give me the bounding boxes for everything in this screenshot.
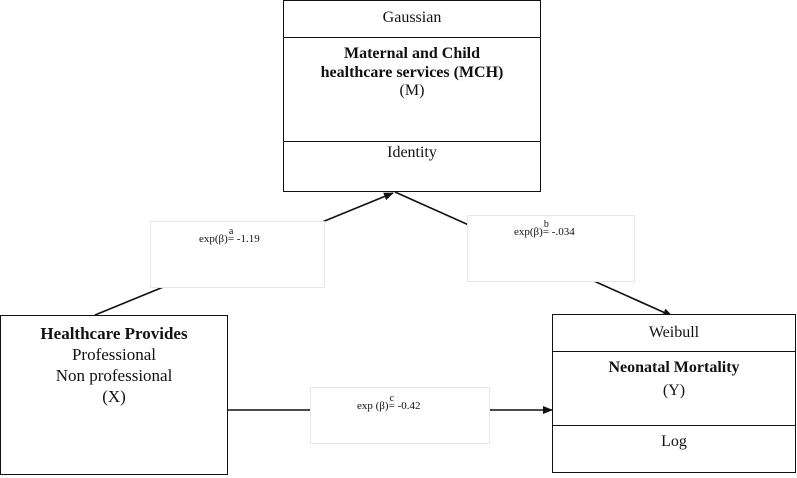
outcome-box: Weibull Neonatal Mortality (Y) Log	[552, 314, 796, 473]
mediator-divider-top	[284, 37, 540, 38]
path-b-prefix: exp(β)	[514, 226, 543, 238]
path-a-prefix: exp(β)	[199, 233, 228, 245]
outcome-symbol: (Y)	[662, 382, 686, 399]
outcome-divider-bottom	[553, 425, 795, 426]
mediator-footer: Identity	[387, 144, 437, 161]
mediator-header: Gaussian	[382, 9, 442, 26]
outcome-footer: Log	[661, 433, 687, 450]
path-a-letter: a	[228, 226, 234, 237]
path-c-label-box: exp (β)c= -0.42	[310, 387, 490, 444]
path-a-label-box: exp(β)a= -1.19	[150, 221, 325, 288]
path-a-coefficient: exp(β)a= -1.19	[199, 226, 260, 245]
path-a-value: -1.19	[236, 233, 260, 245]
path-b-letter: b	[543, 219, 549, 230]
outcome-title: Neonatal Mortality	[608, 359, 740, 376]
exposure-box: Healthcare Provides Professional Non pro…	[0, 315, 228, 475]
mediator-divider-bottom	[284, 141, 540, 142]
exposure-level-professional: Professional	[71, 345, 157, 364]
path-c-value: -0.42	[397, 400, 421, 412]
mediator-title-line1: Maternal and Child	[343, 45, 480, 62]
path-b-value: -.034	[551, 226, 575, 238]
outcome-header: Weibull	[648, 324, 700, 341]
outcome-divider-top	[553, 351, 795, 352]
path-b-label-box: exp(β)b= -.034	[467, 215, 635, 282]
path-c-prefix: exp (β)	[357, 400, 389, 412]
exposure-title: Healthcare Provides	[40, 324, 188, 343]
path-c-coefficient: exp (β)c= -0.42	[357, 393, 421, 412]
path-c-letter: c	[389, 393, 395, 404]
exposure-symbol: (X)	[102, 387, 126, 406]
mediator-box: Gaussian Maternal and Child healthcare s…	[283, 0, 541, 192]
mediator-title-line2: healthcare services (MCH)	[320, 64, 504, 81]
mediator-symbol: (M)	[399, 82, 425, 99]
exposure-level-nonprofessional: Non professional	[55, 366, 173, 385]
path-b-coefficient: exp(β)b= -.034	[514, 219, 575, 238]
